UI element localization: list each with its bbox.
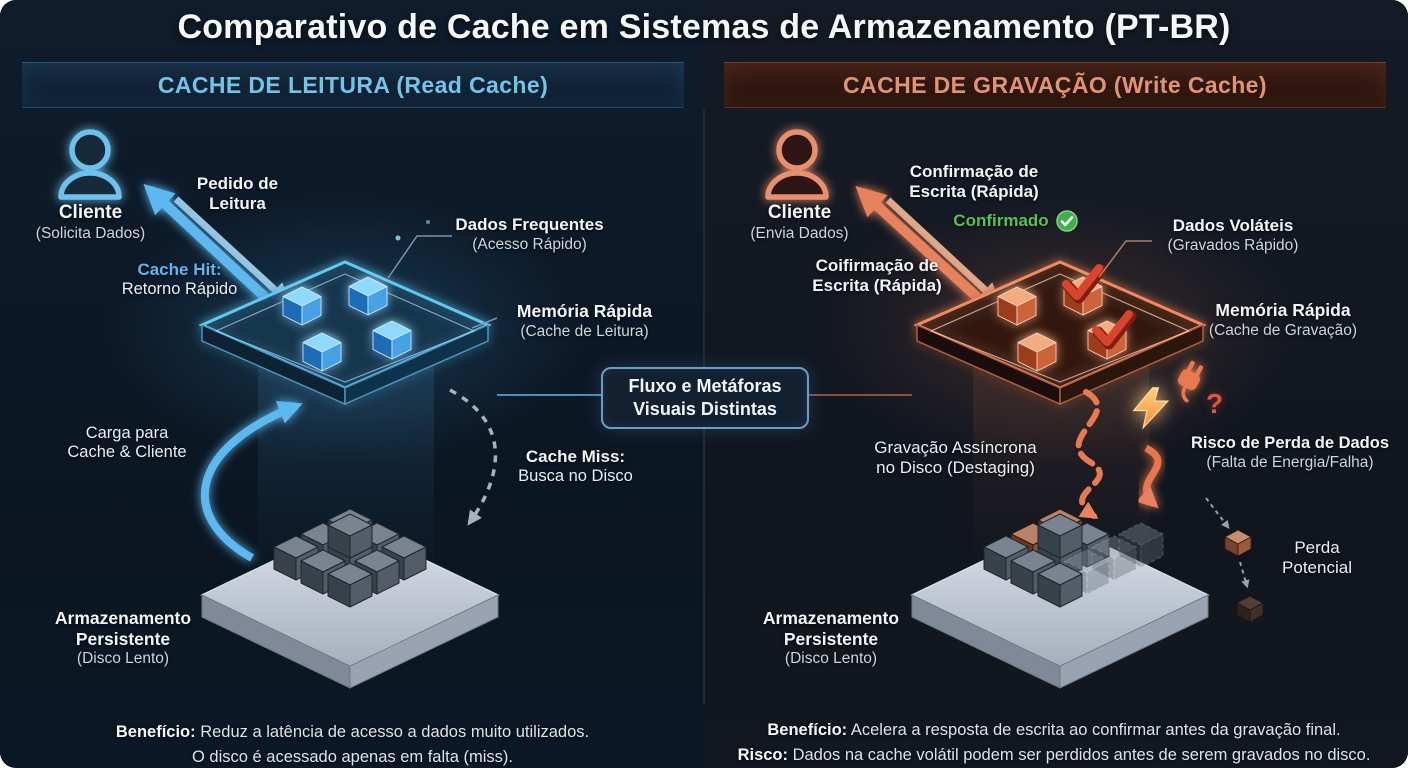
frequent-data-label: Dados Frequentes (Acesso Rápido) [455,215,604,254]
read-client-label: Cliente (Solicita Dados) [35,202,146,243]
read-benefit-note: Benefício: Reduz a latência de acesso a … [115,723,590,766]
page-title: Comparativo de Cache em Sistemas de Arma… [177,8,1231,46]
center-note-box: Fluxo e Metáforas Visuais Distintas [601,367,809,429]
write-storage-label: Armazenamento Persistente (Disco Lento) [762,608,900,668]
load-label: Carga para Cache & Cliente [67,424,187,462]
write-cache-header: CACHE DE GRAVAÇÃO (Write Cache) [724,62,1386,108]
confirmed-badge: Confirmado [928,210,1103,232]
risk-label: Risco de Perda de Dados (Falta de Energi… [1190,434,1390,472]
write-cache-header-label: CACHE DE GRAVAÇÃO (Write Cache) [843,71,1267,98]
cache-miss-label: Cache Miss: Busca no Disco [518,447,633,486]
question-mark: ? [1206,388,1224,419]
read-storage-label: Armazenamento Persistente (Disco Lento) [54,608,192,668]
write-benefit-risk-note: Benefício: Acelera a resposta de escrita… [737,721,1371,764]
cache-hit-label: Cache Hit: Retorno Rápido [121,260,238,299]
read-request-label: Pedido de Leitura [196,174,279,214]
destaging-label: Gravação Assíncrona no Disco (Destaging) [874,438,1037,478]
center-note-line2: Visuais Distintas [633,399,777,419]
read-memory-label: Memória Rápida (Cache de Leitura) [516,301,653,340]
volatile-data-label: Dados Voláteis (Gravados Rápido) [1167,216,1299,255]
write-confirm-mid-label: Coifirmação de Escrita (Rápida) [812,256,942,296]
read-cache-header: CACHE DE LEITURA (Read Cache) [22,62,684,108]
potential-loss-label: Perda Potencial [1282,538,1352,578]
read-cache-header-label: CACHE DE LEITURA (Read Cache) [157,71,549,98]
write-confirm-top-label: Confirmação de Escrita (Rápida) [909,162,1039,202]
write-client-label: Cliente (Envia Dados) [750,202,849,243]
center-note-line1: Fluxo e Metáforas [628,375,782,396]
write-memory-label: Memória Rápida (Cache de Gravação) [1208,300,1358,339]
check-circle-icon [1055,210,1078,232]
